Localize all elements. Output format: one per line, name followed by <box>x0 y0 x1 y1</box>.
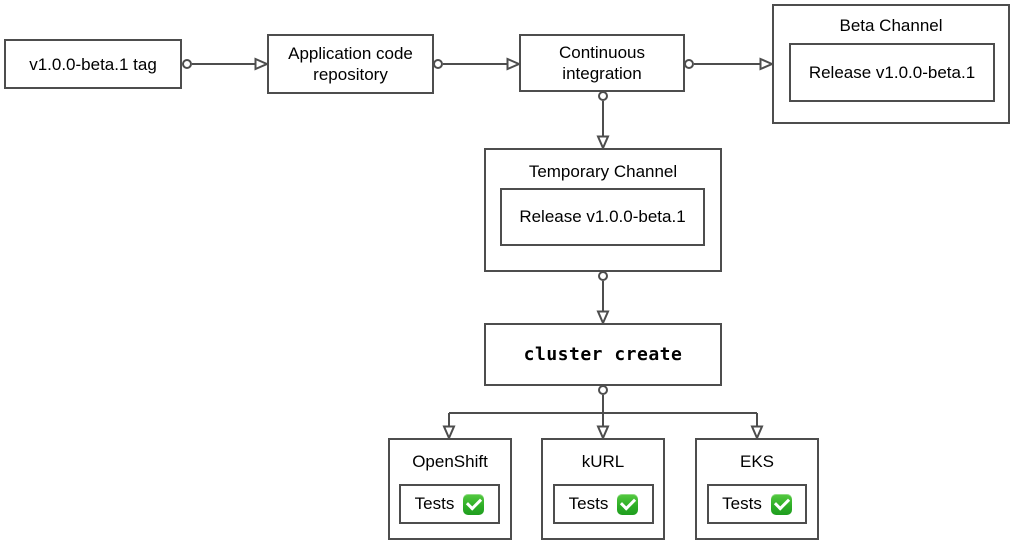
eks-tests-label: Tests <box>722 494 762 513</box>
edge-tag-to-repo <box>182 57 270 71</box>
eks-tests-box: Tests <box>707 484 807 524</box>
eks-title: EKS <box>739 452 775 471</box>
temporary-release-label: Release v1.0.0-beta.1 <box>519 207 686 226</box>
kurl-tests-box: Tests <box>553 484 654 524</box>
openshift-tests-label: Tests <box>414 494 455 513</box>
node-cluster-create: cluster create <box>484 323 722 386</box>
node-continuous-integration: Continuous integration <box>519 34 685 92</box>
node-kurl: kURL Tests <box>541 438 665 540</box>
node-eks: EKS Tests <box>695 438 819 540</box>
temporary-channel-title: Temporary Channel <box>528 162 678 181</box>
continuous-integration-label: Continuous integration <box>558 43 645 83</box>
edge-temp-to-cluster-create <box>596 271 610 326</box>
check-passed-icon <box>617 493 639 515</box>
edge-repo-to-ci <box>433 57 522 71</box>
kurl-title: kURL <box>581 452 625 471</box>
node-openshift: OpenShift Tests <box>388 438 512 540</box>
temporary-channel-release-box: Release v1.0.0-beta.1 <box>500 188 705 246</box>
beta-channel-release-box: Release v1.0.0-beta.1 <box>789 43 995 102</box>
node-beta-channel: Beta Channel Release v1.0.0-beta.1 <box>772 4 1010 124</box>
app-repo-label: Application code repository <box>288 44 413 84</box>
beta-release-label: Release v1.0.0-beta.1 <box>808 62 976 82</box>
edge-cluster-create-to-clusters <box>442 385 764 441</box>
check-passed-icon <box>463 493 485 515</box>
check-passed-icon <box>770 493 792 515</box>
node-app-repo: Application code repository <box>267 34 434 94</box>
node-version-tag: v1.0.0-beta.1 tag <box>4 39 182 89</box>
version-tag-label: v1.0.0-beta.1 tag <box>29 54 157 74</box>
beta-channel-title: Beta Channel <box>839 16 943 35</box>
edge-ci-to-beta <box>684 57 775 71</box>
kurl-tests-label: Tests <box>568 494 609 513</box>
node-temporary-channel: Temporary Channel Release v1.0.0-beta.1 <box>484 148 722 272</box>
openshift-title: OpenShift <box>412 452 488 471</box>
openshift-tests-box: Tests <box>399 484 500 524</box>
cluster-create-label: cluster create <box>523 344 683 365</box>
edge-ci-to-temp <box>596 91 610 151</box>
